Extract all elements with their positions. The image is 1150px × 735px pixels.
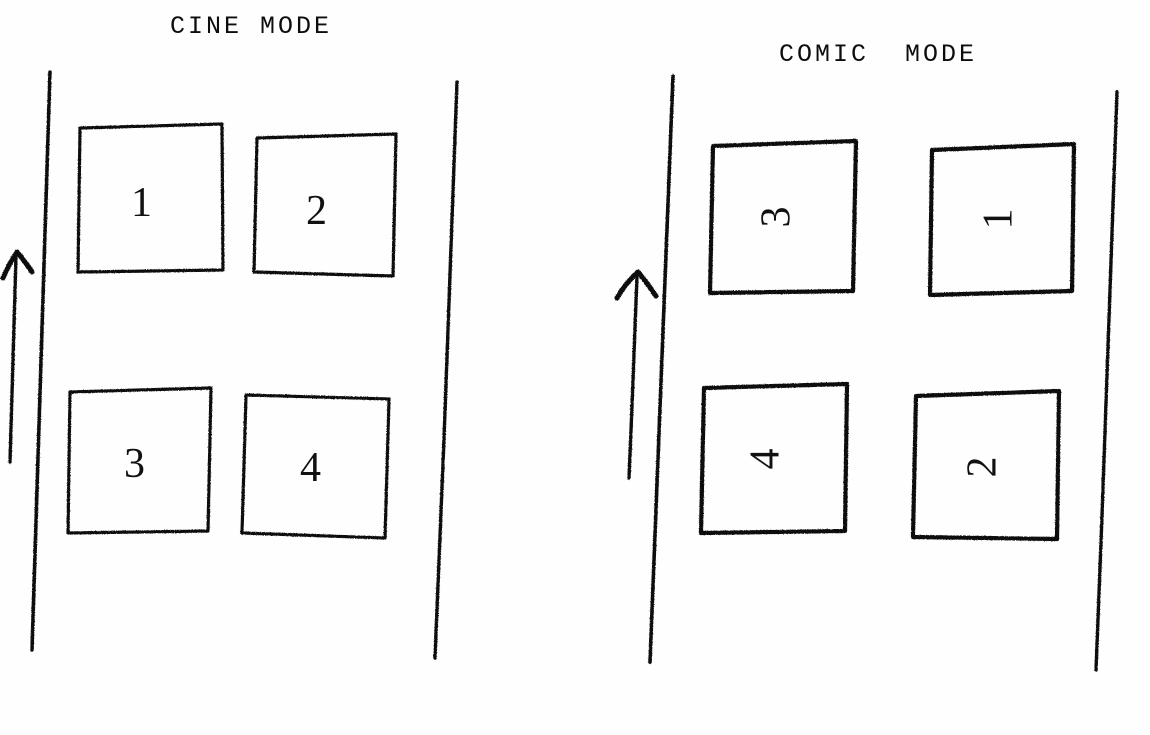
cine-frame-4-number: 4 [300,445,321,491]
cine-frame-2-number: 2 [306,188,327,234]
comic-frame-4-box [698,381,850,536]
cine-frame-1-box [76,122,225,274]
comic-frame-2-box [910,388,1062,542]
cine-frame-3-number: 3 [124,441,145,487]
cine-frame-1-number: 1 [131,180,152,226]
cine-frame-4-box [240,393,391,540]
comic-frame-3-box [707,138,859,296]
comic-frame-1-box [927,141,1077,298]
comic-left-film-edge [648,74,675,664]
cine-arrow-head-right [14,249,35,275]
cine-right-film-edge [433,80,459,660]
panel-title-cine: CINE MODE [170,12,333,41]
cine-frame-3-box [66,386,213,535]
comic-arrow-shaft [627,274,639,480]
comic-frame-4-number: 4 [742,448,789,470]
comic-arrow-head-right [635,269,659,299]
cine-arrow-shaft [8,254,18,464]
comic-frame-2-number: 2 [959,456,1006,478]
cine-frame-2-box [252,132,398,278]
comic-right-film-edge [1094,90,1119,672]
cine-left-film-edge [30,70,52,652]
comic-frame-3-number: 3 [753,206,800,228]
comic-frame-1-number: 1 [975,208,1022,230]
panel-title-comic: COMIC MODE [779,40,978,69]
